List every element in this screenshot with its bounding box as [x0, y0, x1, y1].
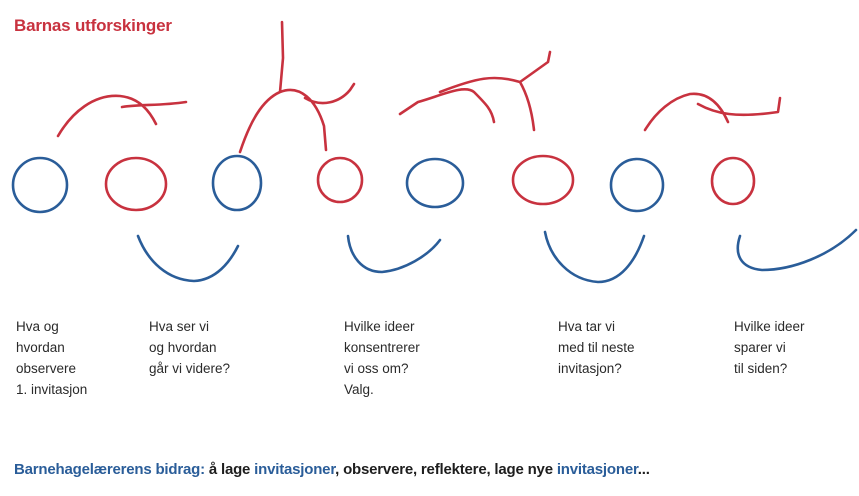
footer-label: Barnehagelærerens bidrag: [14, 461, 205, 478]
blue-circle-3 [405, 157, 465, 209]
question-1-line-3: observere [16, 361, 77, 376]
red-arc-3 [398, 50, 552, 132]
footer-keyword-1: invitasjoner [254, 461, 336, 478]
blue-arc-4 [736, 228, 858, 272]
red-arc-4 [643, 92, 782, 132]
footer-keyword-2: invitasjoner [556, 461, 638, 478]
question-4-line-3: invitasjon? [558, 361, 622, 376]
question-4-line-2: med til neste [558, 340, 635, 355]
red-circle-1 [104, 156, 168, 212]
question-1-line-2: hvordan [16, 340, 65, 355]
blue-circle-4 [609, 157, 665, 213]
question-3-line-3: vi oss om? [344, 361, 409, 376]
blue-arc-3 [543, 230, 646, 284]
question-4: Hva tar vi med til neste invitasjon? [558, 316, 635, 379]
diagram-title: Barnas utforskinger [14, 16, 172, 35]
question-1-line-4: 1. invitasjon [16, 382, 88, 397]
red-arc-2 [238, 20, 356, 154]
question-3-line-2: konsentrerer [344, 340, 420, 355]
question-5-line-3: til siden? [734, 361, 788, 376]
footer-ellipsis: ... [637, 461, 650, 478]
footer-part-2: , observere, reflektere, lage nye [335, 461, 557, 478]
red-circle-2 [316, 156, 364, 204]
question-5-line-1: Hvilke ideer [734, 319, 805, 334]
question-1: Hva og hvordan observere 1. invitasjon [16, 316, 87, 400]
red-circle-3 [511, 154, 575, 206]
blue-circle-2 [211, 154, 263, 212]
question-2: Hva ser vi og hvordan går vi videre? [149, 316, 230, 379]
question-5-line-2: sparer vi [734, 340, 786, 355]
blue-arc-2 [346, 234, 442, 274]
question-3-line-4: Valg. [344, 382, 374, 397]
question-3: Hvilke ideer konsentrerer vi oss om? Val… [344, 316, 420, 400]
exploration-sketch [11, 20, 858, 284]
question-3-line-1: Hvilke ideer [344, 319, 415, 334]
red-arc-1 [56, 94, 188, 138]
footer-part-1: å lage [204, 461, 255, 478]
blue-circle-1 [11, 156, 69, 214]
question-2-line-1: Hva ser vi [149, 319, 210, 334]
question-5: Hvilke ideer sparer vi til siden? [734, 316, 805, 379]
question-4-line-1: Hva tar vi [558, 319, 616, 334]
question-2-line-2: og hvordan [149, 340, 217, 355]
blue-arc-1 [136, 234, 240, 283]
red-circle-4 [710, 156, 756, 206]
footer-caption: Barnehagelærerens bidrag: å lage invitas… [14, 461, 650, 478]
question-1-line-1: Hva og [16, 319, 59, 334]
question-2-line-3: går vi videre? [149, 361, 231, 376]
